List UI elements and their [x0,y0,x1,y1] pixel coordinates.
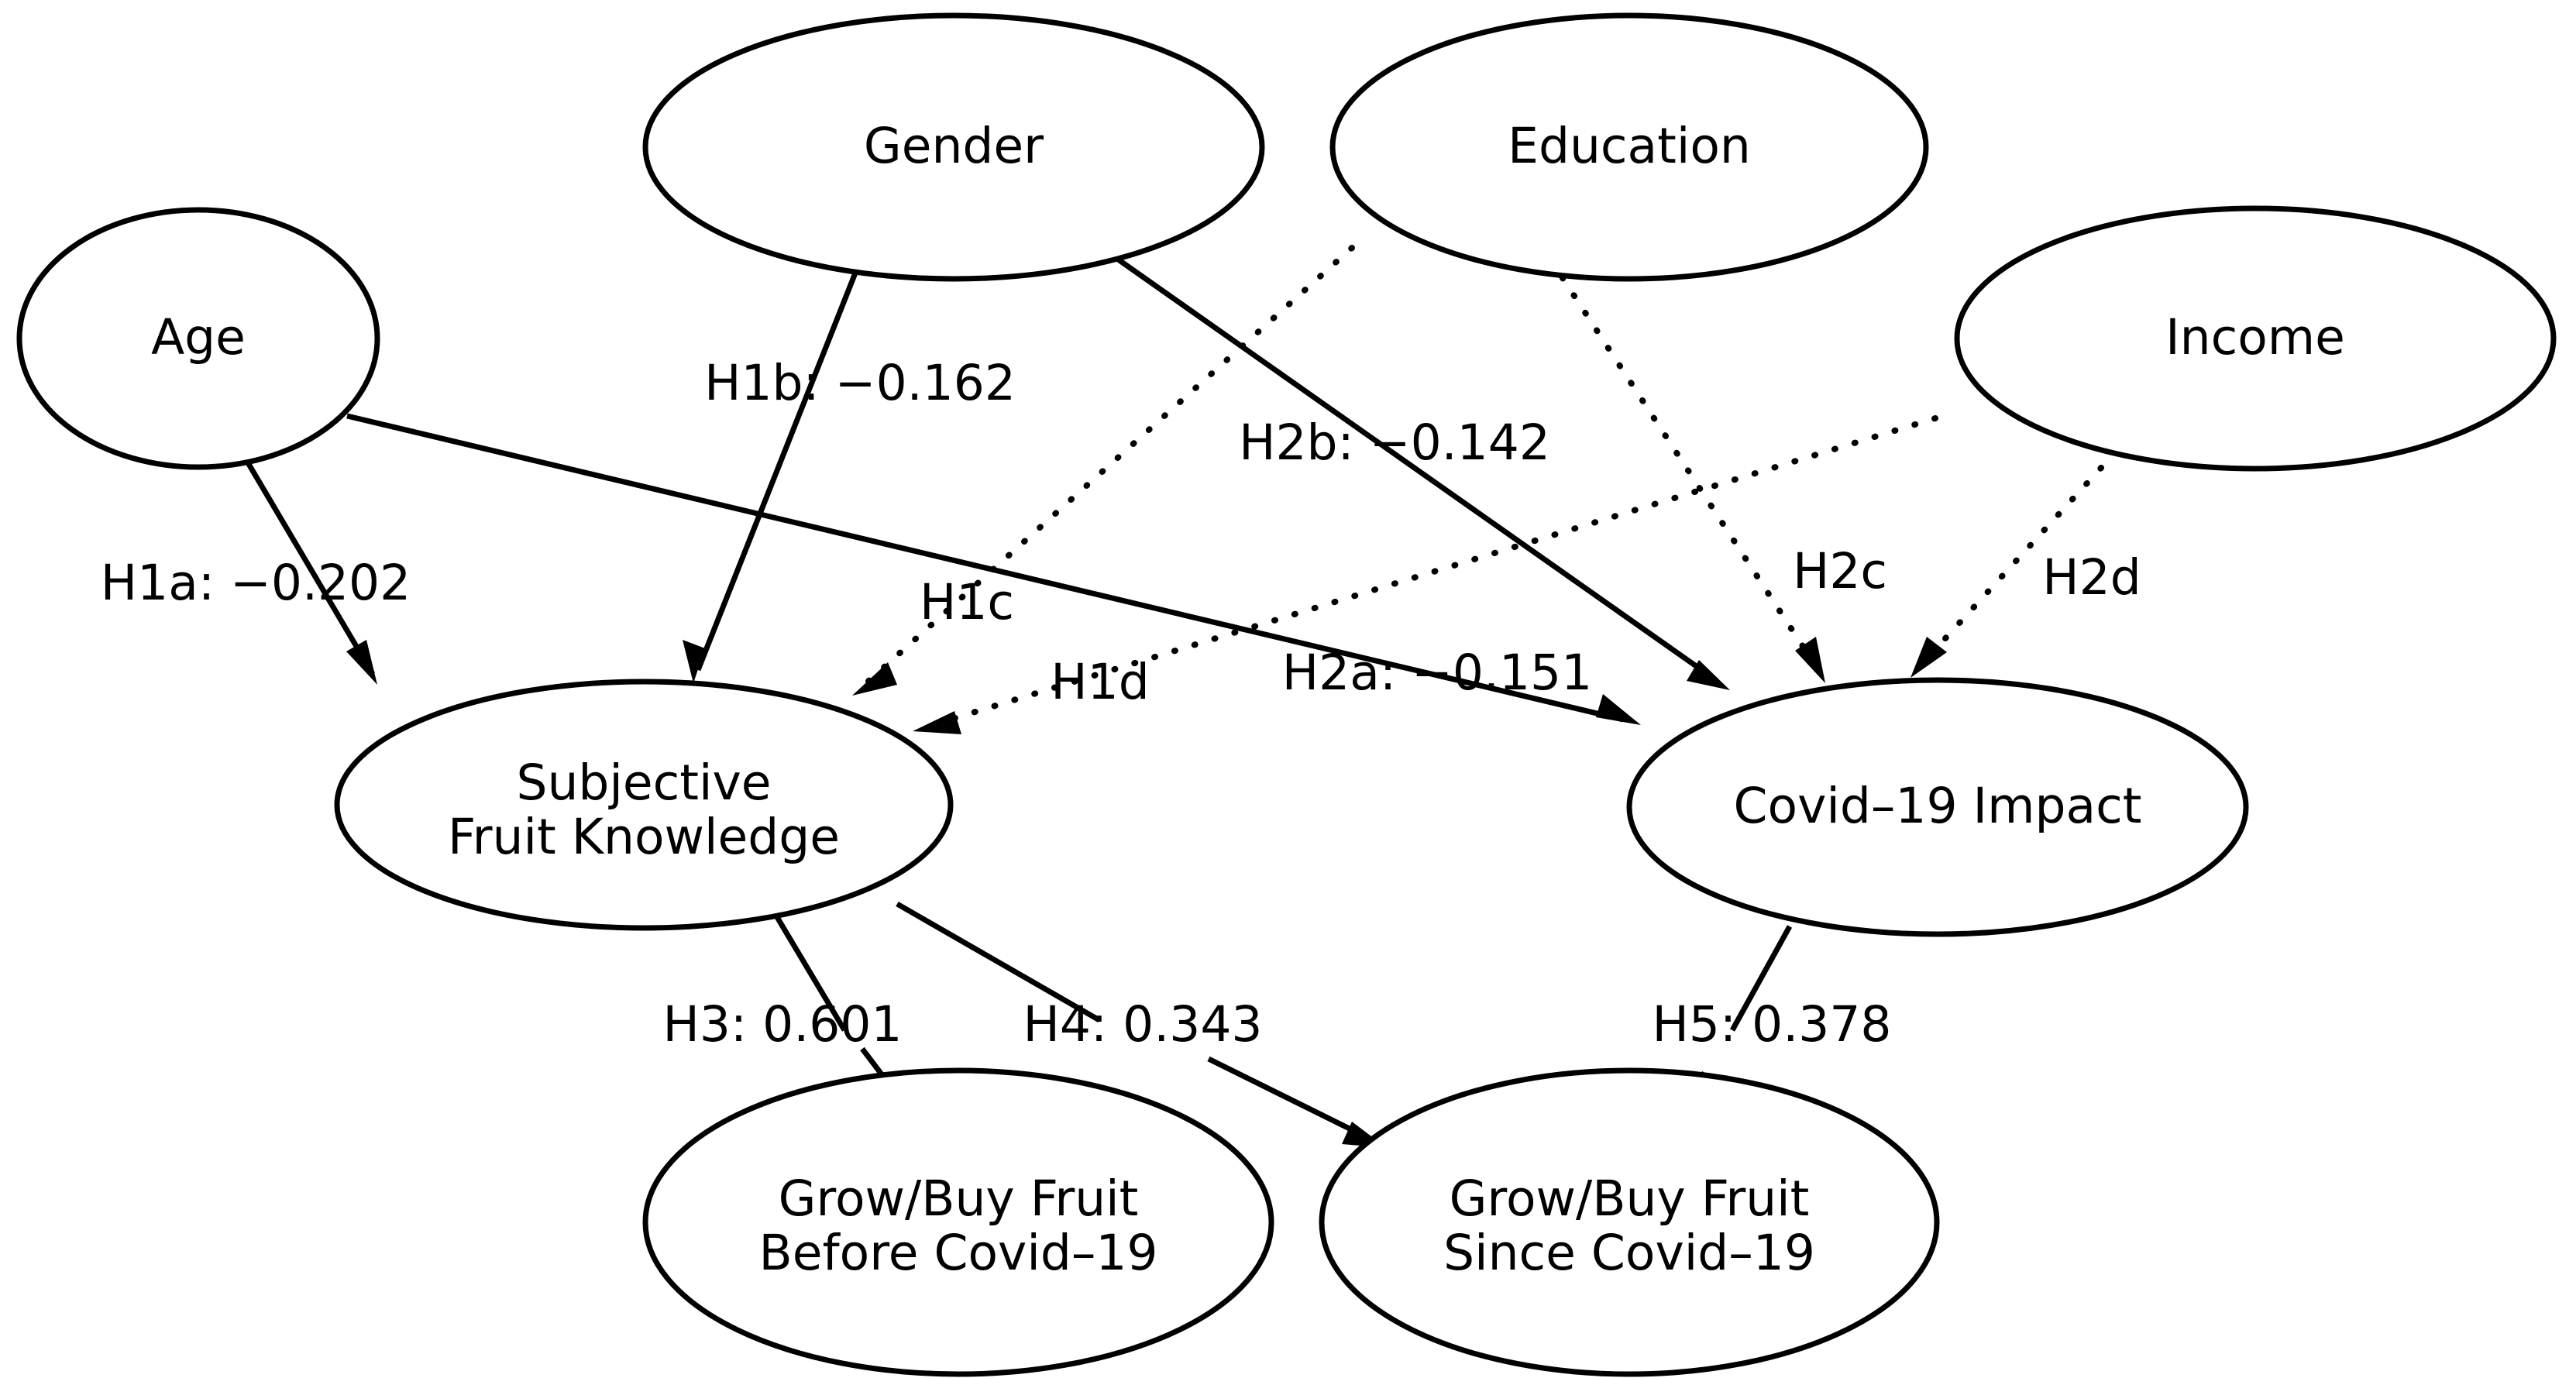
edge-h2a-arrowhead [1596,694,1641,725]
node-income[interactable]: Income [1954,205,2557,472]
edge-h5-label: H5: 0.378 [1652,996,1891,1053]
edge-h2b: H2b: −0.142 [1092,240,1730,690]
node-covid-19-impact-label: Covid–19 Impact [1734,778,2142,834]
edge-h1c-arrowhead [852,662,897,696]
edge-h2d-line [1918,465,2104,668]
edge-h3-label: H3: 0.601 [662,996,902,1053]
edge-h2c: H2c [1548,257,1887,683]
node-covid-19-impact[interactable]: Covid–19 Impact [1626,677,2249,937]
node-education[interactable]: Education [1329,12,1929,282]
edge-h1d-line [927,415,1938,729]
edge-h4-line-lower [1207,1056,1371,1142]
edge-h1d-label: H1d [1051,654,1149,710]
node-age-label: Age [151,309,246,366]
edge-h4: H4: 0.343 [896,901,1387,1148]
node-income-ellipse[interactable] [1954,205,2557,472]
node-grow-buy-fruit-before-covid-label-line2: Before Covid–19 [759,1225,1158,1281]
edge-h2d: H2d [1911,465,2141,678]
edge-h1d: H1d [913,415,1938,734]
edge-h1c-label: H1c [920,574,1014,631]
edge-h2c-label: H2c [1793,543,1887,600]
node-grow-buy-fruit-before-covid-ellipse[interactable] [642,1067,1274,1377]
edge-h1b-label: H1b: −0.162 [704,355,1016,411]
node-gender-label: Gender [864,118,1044,174]
edge-h2a: H2a: −0.151 [346,413,1641,725]
edge-h2c-line [1548,257,1820,671]
edge-h5-line [1729,925,1793,1032]
edge-h1a-line [243,459,376,675]
edge-h1a-label: H1a: −0.202 [101,555,411,611]
node-subjective-fruit-knowledge-label-line2: Fruit Knowledge [448,809,840,865]
edge-h4-line [896,901,1101,1023]
edge-h1b-line [695,236,872,672]
edge-h5: H5: 0.378 [1652,925,1892,1129]
edge-h1c-line [863,245,1355,686]
node-grow-buy-fruit-since-covid-label-line1: Grow/Buy Fruit [1450,1170,1810,1227]
edge-h1a-arrowhead [346,640,377,685]
edge-h1a: H1a: −0.202 [101,459,411,685]
edge-h2b-line [1092,240,1718,682]
edge-h2d-label: H2d [2042,549,2141,606]
node-age[interactable]: Age [16,207,380,470]
node-gender[interactable]: Gender [642,12,1265,282]
node-grow-buy-fruit-since-covid-label-line2: Since Covid–19 [1443,1225,1815,1281]
node-age-ellipse[interactable] [16,207,380,470]
edge-h2a-line [346,413,1624,723]
node-education-label: Education [1508,118,1751,174]
node-gender-ellipse[interactable] [642,12,1265,282]
edge-h2b-arrowhead [1687,660,1730,690]
node-grow-buy-fruit-before-covid-label-line1: Grow/Buy Fruit [779,1170,1139,1227]
edge-h3-line [774,916,848,1032]
edge-h2d-arrowhead [1911,637,1947,678]
node-grow-buy-fruit-since-covid-ellipse[interactable] [1319,1067,1940,1377]
edge-h1c: H1c [852,245,1355,696]
edge-h1b: H1b: −0.162 [683,236,1016,683]
node-subjective-fruit-knowledge[interactable]: Subjective Fruit Knowledge [334,679,954,931]
edge-h1d-arrowhead [913,711,961,734]
node-covid-19-impact-ellipse[interactable] [1626,677,2249,937]
edge-h1b-arrowhead [683,640,705,683]
edge-h4-label: H4: 0.343 [1023,996,1262,1053]
node-income-label: Income [2165,309,2345,366]
edge-h2c-arrowhead [1795,637,1825,683]
node-grow-buy-fruit-since-covid[interactable]: Grow/Buy Fruit Since Covid–19 [1319,1067,1940,1377]
node-subjective-fruit-knowledge-label-line1: Subjective [516,754,771,811]
edge-h2b-label: H2b: −0.142 [1239,414,1550,471]
node-grow-buy-fruit-before-covid[interactable]: Grow/Buy Fruit Before Covid–19 [642,1067,1274,1377]
node-subjective-fruit-knowledge-ellipse[interactable] [334,679,954,931]
node-education-ellipse[interactable] [1329,12,1929,282]
edge-h2a-label: H2a: −0.151 [1282,644,1592,701]
